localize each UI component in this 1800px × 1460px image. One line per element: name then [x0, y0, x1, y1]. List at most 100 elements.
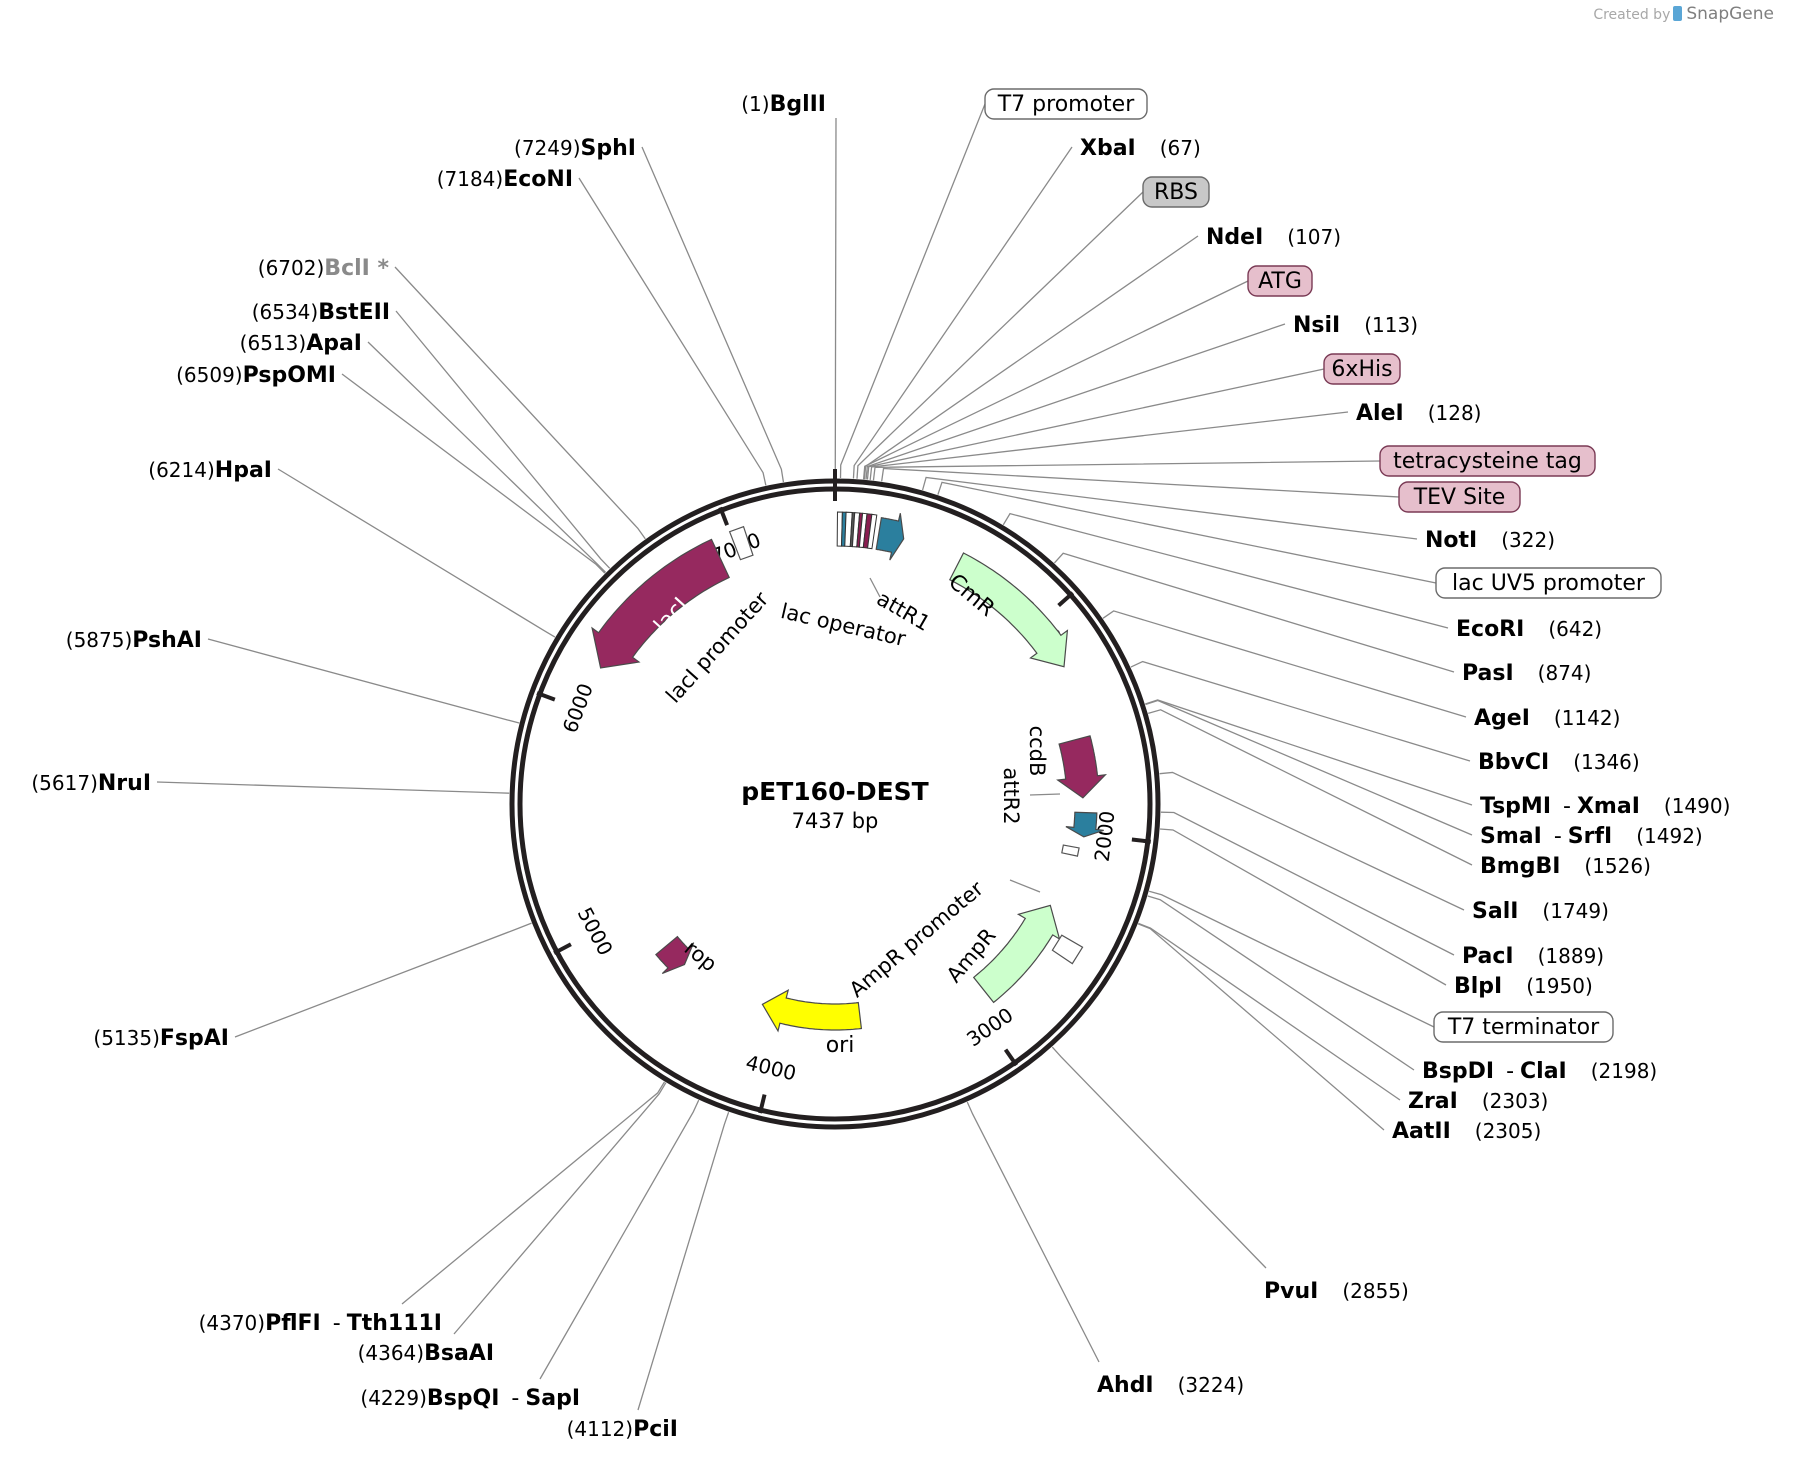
site-label-aatii[interactable]: AatII(2305) [1392, 1119, 1541, 1144]
site-leader-line [277, 468, 556, 638]
site-label-paci[interactable]: PacI(1889) [1462, 944, 1604, 969]
site-label-zrai[interactable]: ZraI(2303) [1408, 1089, 1548, 1114]
site-leader-line [966, 1101, 1100, 1363]
site-position: (2855) [1342, 1279, 1409, 1303]
site-name: NotI [1425, 528, 1477, 553]
site-label-hpai[interactable]: (6214)HpaI [148, 458, 272, 483]
feature-label-ampr-promoter: AmpR promoter [845, 876, 989, 1002]
site-label-agei[interactable]: AgeI(1142) [1474, 706, 1620, 731]
site-label-xbai[interactable]: XbaI(67) [1080, 136, 1201, 161]
site-label-pasi[interactable]: PasI (874) [1462, 661, 1591, 686]
site-label-pcii[interactable]: (4112)PciI [567, 1417, 678, 1442]
site-leader-line [834, 117, 837, 479]
site-label-ndei[interactable]: NdeI(107) [1206, 225, 1341, 250]
feature-box-atg[interactable]: ATG [1247, 265, 1313, 297]
site-position: (3224) [1178, 1373, 1245, 1397]
feature-box-rbs[interactable]: RBS [1142, 176, 1210, 208]
site-label-pflfi[interactable]: (4370)PflFI-Tth111I [199, 1311, 442, 1336]
site-label-bcli[interactable]: (6702)BclI * [258, 256, 390, 281]
site-label-ahdi[interactable]: AhdI(3224) [1097, 1373, 1244, 1398]
site-leader-line [881, 467, 1400, 498]
site-position: (107) [1287, 225, 1341, 249]
site-label-bbvci[interactable]: BbvCI(1346) [1478, 750, 1640, 775]
site-position: (1889) [1538, 944, 1605, 968]
feature-laci-promoter-arrow [728, 525, 754, 561]
site-label-bspqi[interactable]: (4229)BspQI-SapI [360, 1386, 580, 1411]
feature-box-tetracysteine-tag[interactable]: tetracysteine tag [1379, 445, 1596, 477]
site-name: SalI [1472, 899, 1518, 924]
site-label-pshai[interactable]: (5875)PshAI [66, 628, 202, 653]
site-label-nrui[interactable]: (5617)NruI [31, 771, 151, 796]
site-name: BspQI [427, 1386, 500, 1411]
site-label-bsaai[interactable]: (4364)BsaAI [358, 1341, 494, 1366]
site-label-tspmi[interactable]: TspMI-XmaI(1490) [1480, 794, 1730, 819]
site-label-pspomi[interactable]: (6509)PspOMI [176, 363, 336, 388]
feature-box-tev-site[interactable]: TEV Site [1398, 481, 1521, 513]
site-label-bmgbi[interactable]: BmgBI(1526) [1480, 854, 1651, 879]
feature-box-text: lac UV5 promoter [1452, 571, 1646, 596]
site-position: (874) [1538, 661, 1592, 685]
site-leader-line [1051, 1046, 1267, 1269]
site-position: (7249) [514, 136, 581, 160]
site-position: (6702) [258, 256, 325, 280]
site-label-apai[interactable]: (6513)ApaI [240, 331, 362, 356]
site-label-bspdi[interactable]: BspDI-ClaI(2198) [1422, 1059, 1657, 1084]
feature-box-t7-promoter[interactable]: T7 promoter [984, 88, 1148, 120]
feature-attr1-arrow [875, 513, 905, 561]
tick-mark [536, 691, 556, 702]
feature-box-lac-uv5-promoter[interactable]: lac UV5 promoter [1435, 567, 1662, 599]
site-leader-line [872, 460, 1381, 481]
site-label-econi[interactable]: (7184)EcoNI [437, 167, 573, 192]
site-position: (6513) [240, 331, 307, 355]
site-leader-line [862, 280, 1249, 480]
site-label-noti[interactable]: NotI(322) [1425, 528, 1555, 553]
site-label-fspai[interactable]: (5135)FspAI [93, 1026, 229, 1051]
site-name: NruI [98, 771, 151, 796]
site-position: (5875) [66, 628, 133, 652]
feature-box-t7-terminator[interactable]: T7 terminator [1433, 1011, 1614, 1043]
feature-box-text: 6xHis [1331, 357, 1392, 382]
feature-ampr-promoter-box [1051, 934, 1084, 965]
tick-mark [1057, 591, 1075, 608]
site-label-sphi[interactable]: (7249)SphI [514, 136, 636, 161]
site-position: (7184) [437, 167, 504, 191]
site-label-ecori[interactable]: EcoRI(642) [1456, 617, 1602, 642]
site-leader-line [1138, 922, 1401, 1101]
site-position: (67) [1160, 136, 1201, 160]
site-position: (1950) [1526, 974, 1593, 998]
site-leader-line [341, 373, 606, 574]
feature-leader [1029, 793, 1061, 796]
site-name: PflFI [265, 1311, 321, 1336]
site-label-pvui[interactable]: PvuI (2855) [1264, 1279, 1409, 1304]
site-name: PasI [1462, 661, 1514, 686]
site-name: BsaAI [424, 1341, 494, 1366]
site-label-smai[interactable]: SmaI-SrfI(1492) [1480, 824, 1703, 849]
site-position: (4229) [360, 1386, 427, 1410]
site-label-nsii[interactable]: NsiI(113) [1293, 313, 1418, 338]
feature-leader [1009, 879, 1041, 893]
site-leader-line [156, 781, 510, 794]
site-name: AgeI [1474, 706, 1530, 731]
site-name: PvuI [1264, 1279, 1318, 1304]
site-label-bglii[interactable]: (1)BglII [741, 92, 826, 117]
site-name: BlpI [1454, 974, 1502, 999]
feature-box-6xhis[interactable]: 6xHis [1323, 353, 1401, 385]
site-leader-line [1145, 699, 1473, 836]
site-label-blpi[interactable]: BlpI (1950) [1454, 974, 1593, 999]
site-leader-line [1002, 512, 1449, 629]
site-position: (128) [1428, 401, 1482, 425]
site-label-bsteii[interactable]: (6534)BstEII [252, 300, 390, 325]
feature-label-ori: ori [826, 1033, 855, 1058]
site-name: SphI [581, 136, 636, 161]
plasmid-size: 7437 bp [792, 809, 879, 833]
site-label-sali[interactable]: SalI(1749) [1472, 899, 1609, 924]
site-leader-line [1053, 552, 1455, 673]
site-name: PspOMI [243, 363, 336, 388]
tick-label: 4000 [743, 1050, 798, 1085]
site-label-alei[interactable]: AleI(128) [1356, 401, 1481, 426]
feature-ori-arrow [761, 989, 863, 1033]
site-name-2: ClaI [1520, 1059, 1567, 1084]
site-position: (1492) [1636, 824, 1703, 848]
site-leader-line [865, 323, 1286, 480]
leader-lines [156, 103, 1473, 1411]
